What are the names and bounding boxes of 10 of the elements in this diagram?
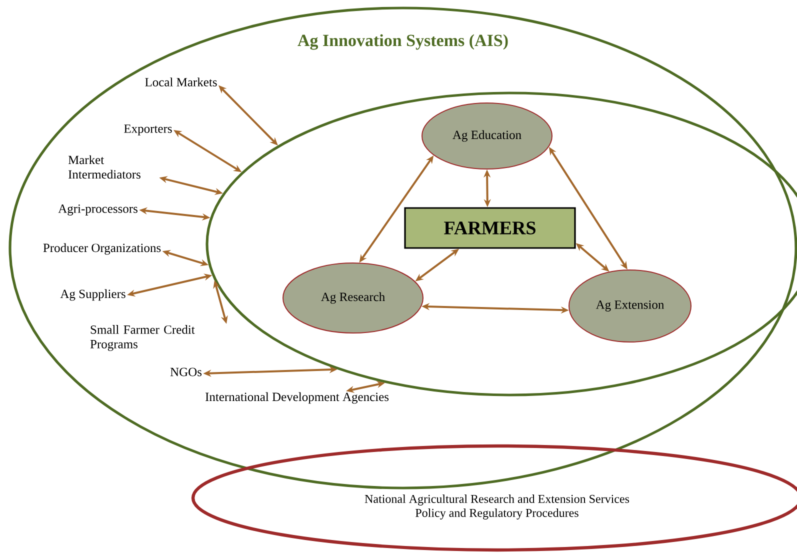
actor-label: Market Intermediators — [68, 155, 140, 179]
actor-label: Producer Organizations — [43, 243, 161, 255]
actor-label: NGOs — [170, 368, 202, 376]
actor-label: Ag Suppliers — [60, 289, 126, 301]
actor-label: International Development Agencies — [205, 392, 389, 404]
farmers-box: FARMERS — [404, 207, 576, 249]
actor-label: Exporters — [124, 124, 172, 136]
actor-label: Agri-processors — [58, 204, 138, 216]
actor-label: Local Markets — [145, 78, 217, 86]
actor-label: Small Farmer Credit Programs — [90, 325, 195, 351]
